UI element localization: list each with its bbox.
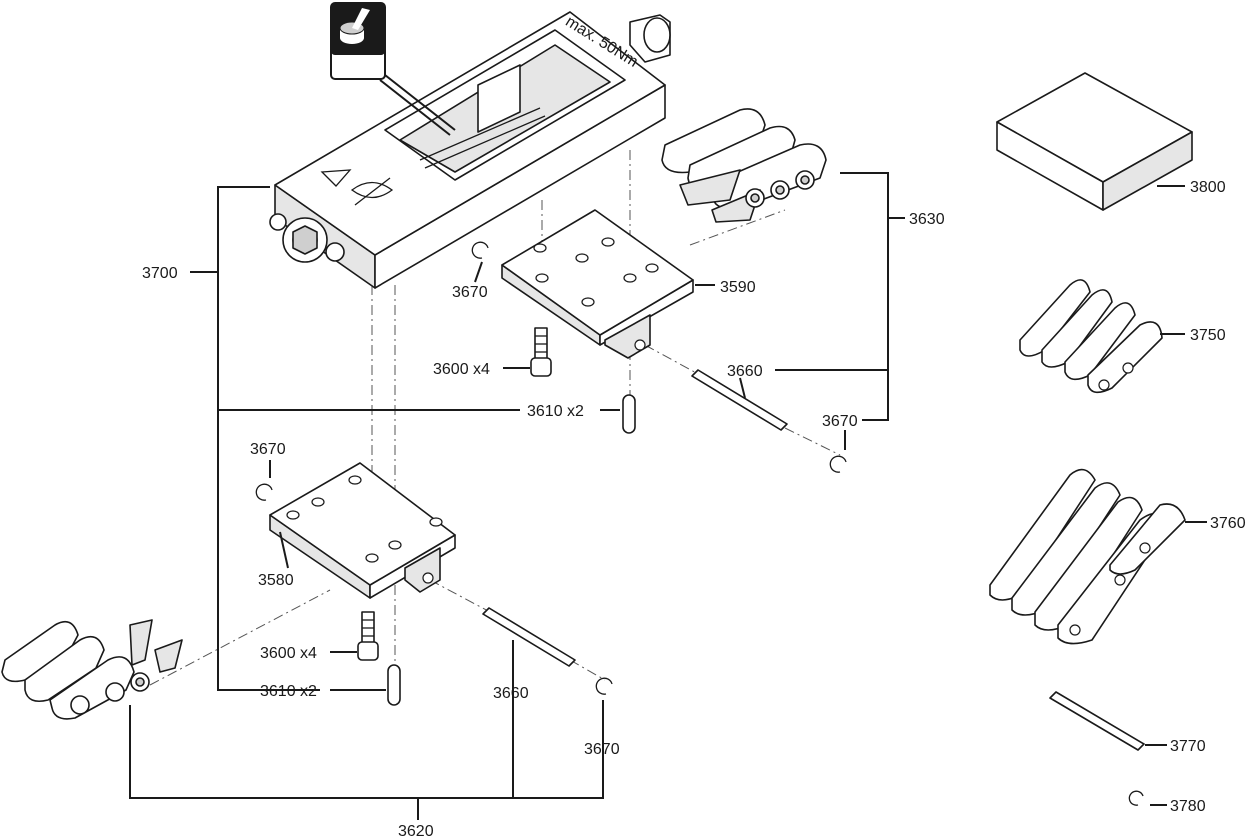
label-3600-bottom: 3600 x4: [260, 645, 317, 662]
clip-3780: [1128, 790, 1144, 806]
label-3620: 3620: [398, 823, 434, 839]
chain-3750: [1019, 279, 1163, 394]
dowel-3610-bottom: [387, 664, 401, 706]
label-3670-mid: 3670: [250, 441, 286, 458]
label-3770: 3770: [1170, 738, 1206, 755]
screw-3600-top: [530, 327, 552, 377]
label-3780: 3780: [1170, 798, 1206, 815]
circlip-3670-top: [471, 241, 489, 259]
dowel-3610-top: [622, 394, 636, 434]
circlip-3670-bottom: [595, 677, 613, 695]
plate-3580: [269, 462, 456, 599]
label-3590: 3590: [720, 279, 756, 296]
chain-link-3630: [661, 108, 827, 223]
label-3610-top: 3610 x2: [527, 403, 584, 420]
lubrication-icon: [330, 2, 456, 136]
assembly-axes: [149, 150, 841, 690]
label-3600-top: 3600 x4: [433, 361, 490, 378]
label-3700: 3700: [142, 265, 178, 282]
pin-3770: [1049, 691, 1145, 751]
chain-3760: [989, 468, 1186, 645]
circlip-3670-right: [829, 455, 847, 473]
pin-3660-top: [691, 369, 788, 431]
screw-3600-bottom: [357, 611, 379, 661]
leader-lines: [129, 172, 1207, 820]
label-3630: 3630: [909, 211, 945, 228]
label-3660-top: 3660: [727, 363, 763, 380]
label-3760: 3760: [1210, 515, 1246, 532]
label-3670-top: 3670: [452, 284, 488, 301]
label-3610-bottom: 3610 x2: [260, 683, 317, 700]
label-3670-bottom: 3670: [584, 741, 620, 758]
label-3750: 3750: [1190, 327, 1226, 344]
label-3670-right: 3670: [822, 413, 858, 430]
pin-3660-bottom: [482, 607, 576, 667]
chain-link-3620: [1, 619, 183, 720]
circlip-3670-mid: [255, 483, 273, 501]
housing-3700: max. 50Nm: [269, 11, 671, 289]
plate-3590: [501, 209, 694, 359]
label-3580: 3580: [258, 572, 294, 589]
label-3800: 3800: [1190, 179, 1226, 196]
block-3800: [996, 72, 1193, 211]
label-3660-bottom: 3660: [493, 685, 529, 702]
callout-labels: 3700 3670 3590 3630 3600 x4 3660 3610 x2…: [142, 179, 1246, 839]
